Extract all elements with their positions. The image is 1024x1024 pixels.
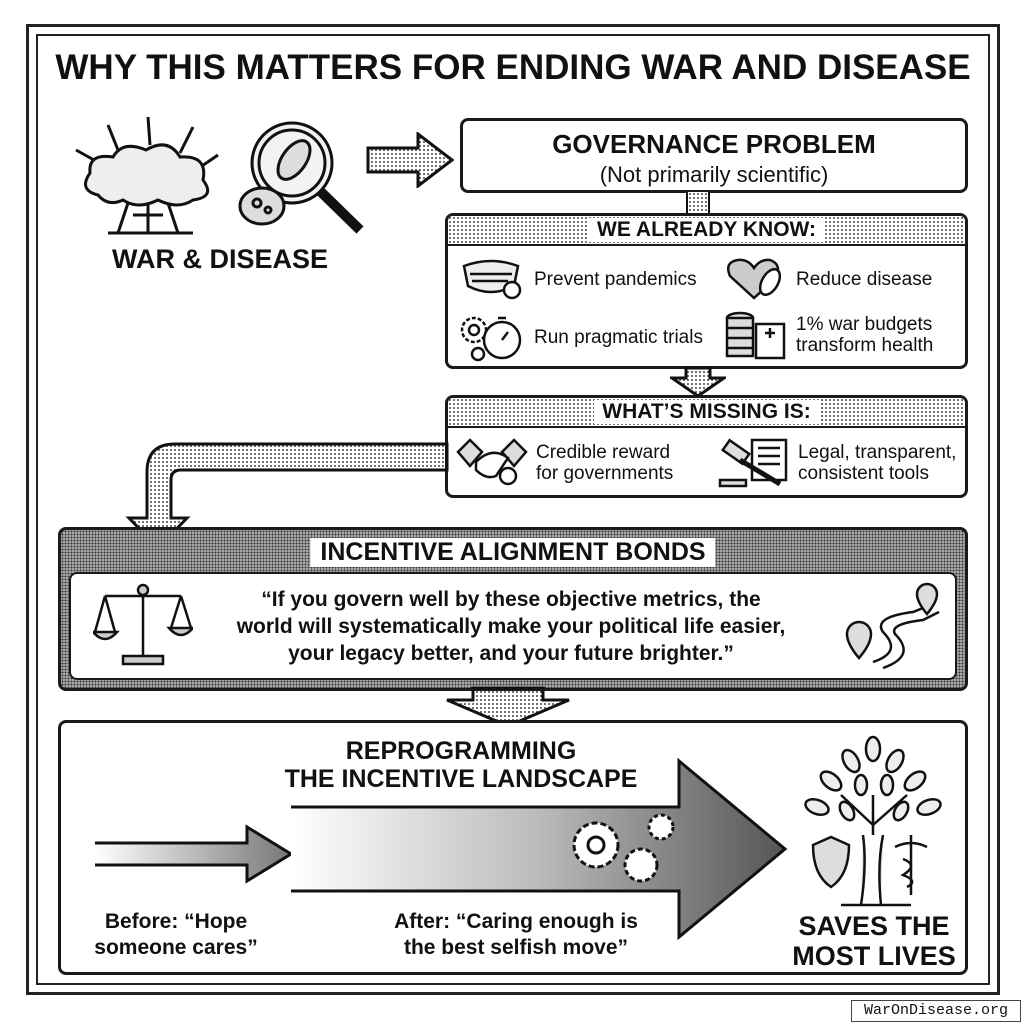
handshake-award-icon [456, 438, 528, 486]
saves-lives-text: SAVES THE MOST LIVES [792, 911, 956, 971]
reprogramming-title: REPROGRAMMING THE INCENTIVE LANDSCAPE [284, 737, 638, 793]
before-arrow-icon [95, 824, 294, 884]
list-item: Reduce disease [724, 256, 932, 302]
coins-hospital-icon [725, 311, 786, 360]
down-arrow-icon [446, 686, 570, 728]
list-item: Prevent pandemics [456, 256, 697, 302]
bonds-quote-box: “If you govern well by these objective m… [69, 572, 957, 680]
inner-frame [36, 34, 990, 985]
heart-bacteria-icon [727, 258, 782, 300]
list-item: Credible reward for governments [456, 436, 686, 490]
right-arrow-icon [366, 132, 454, 188]
list-item: Run pragmatic trials [456, 312, 703, 362]
list-item: 1% war budgets transform health [724, 310, 946, 360]
list-item: Legal, transparent, consistent tools [718, 436, 968, 490]
gears-stopwatch-icon [460, 316, 522, 362]
tree-shield-caduceus-icon [804, 735, 942, 907]
magnifier-germ-icon [238, 121, 364, 234]
bonds-quote: “If you govern well by these objective m… [236, 588, 786, 665]
governance-title: GOVERNANCE PROBLEM [552, 129, 876, 159]
reprogramming-box: REPROGRAMMING THE INCENTIVE LANDSCAPE Be… [58, 720, 968, 975]
mask-virus-icon [462, 259, 522, 300]
after-text: After: “Caring enough is the best selfis… [394, 910, 638, 959]
gavel-book-icon [718, 438, 788, 488]
after-arrow-icon [291, 757, 788, 941]
explosion-icon [75, 116, 219, 235]
watermark: WarOnDisease.org [851, 1000, 1021, 1022]
governance-problem-box: GOVERNANCE PROBLEM (Not primarily scient… [460, 118, 968, 193]
before-text: Before: “Hope someone cares” [94, 910, 258, 959]
bonds-header: INCENTIVE ALIGNMENT BONDS [310, 538, 716, 567]
down-arrow-icon [670, 366, 726, 398]
scales-icon [93, 583, 193, 666]
already-know-header: WE ALREADY KNOW: [448, 216, 965, 246]
already-know-box: WE ALREADY KNOW: Prevent pandemics Reduc… [445, 213, 968, 369]
war-disease-label: WAR & DISEASE [111, 244, 329, 274]
page-title: WHY THIS MATTERS FOR ENDING WAR AND DISE… [55, 48, 971, 87]
connector [686, 192, 710, 214]
road-map-pin-icon [845, 582, 940, 670]
whats-missing-header: WHAT’S MISSING IS: [448, 398, 965, 428]
whats-missing-box: WHAT’S MISSING IS: Credible reward for g… [445, 395, 968, 498]
outer-frame [26, 24, 1000, 995]
governance-subtitle: (Not primarily scientific) [599, 162, 829, 187]
incentive-bonds-box: INCENTIVE ALIGNMENT BONDS “If you govern… [58, 527, 968, 691]
